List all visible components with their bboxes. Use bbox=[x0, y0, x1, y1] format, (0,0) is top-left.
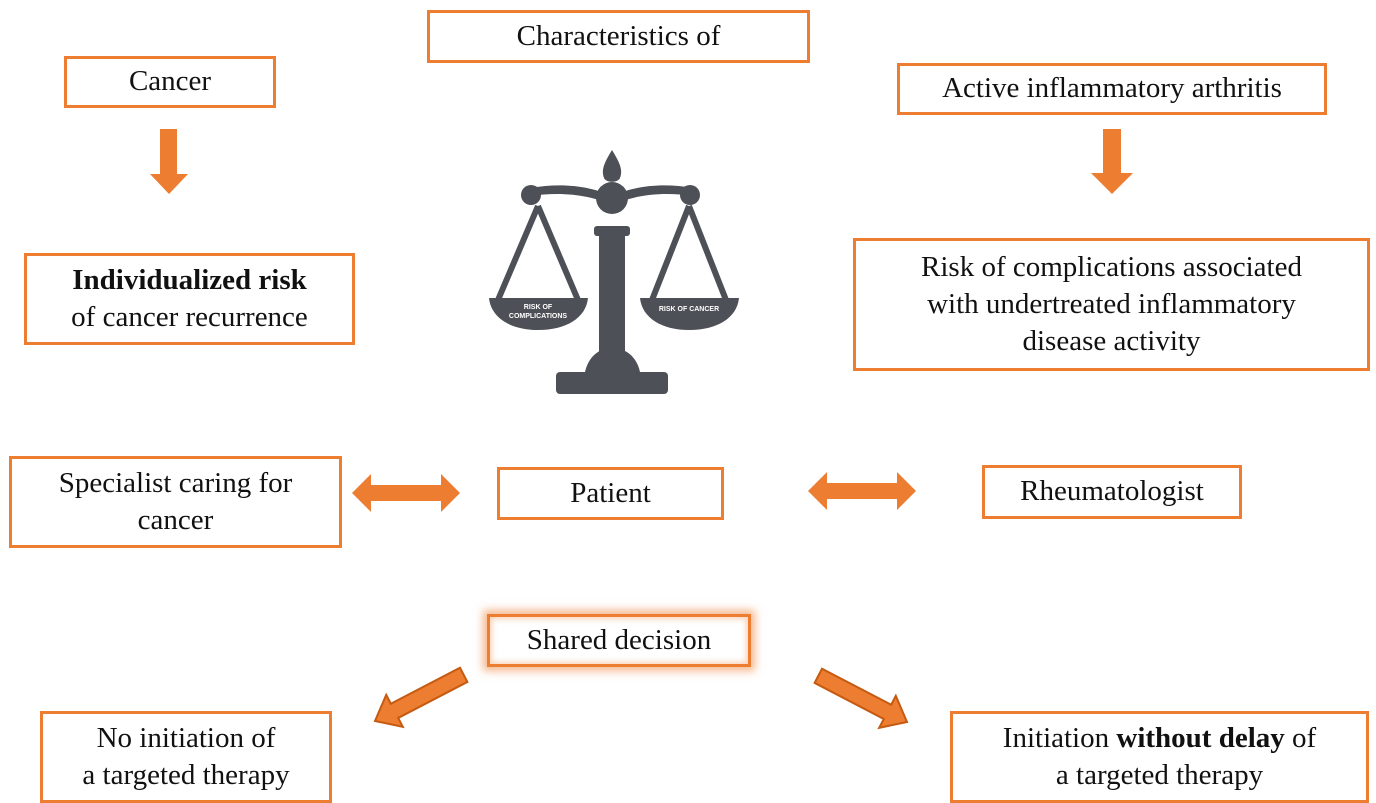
shared-decision-label: Shared decision bbox=[526, 623, 712, 656]
specialist-line2: cancer bbox=[137, 504, 214, 536]
complications-risk-box: Risk of complications associated with un… bbox=[853, 238, 1370, 371]
no-initiation-line1: No initiation of bbox=[96, 721, 276, 754]
without-delay-bold: without delay bbox=[1116, 721, 1285, 754]
specialist-line1: Specialist caring for bbox=[58, 466, 293, 499]
individualized-risk-box: Individualized risk of cancer recurrence bbox=[24, 253, 355, 345]
left-pan-label-line1: RISK OF bbox=[524, 304, 553, 311]
arthritis-box: Active inflammatory arthritis bbox=[897, 63, 1327, 115]
cancer-box: Cancer bbox=[64, 56, 276, 108]
complications-line2: with undertreated inflammatory bbox=[927, 287, 1296, 320]
cancer-recurrence-text: of cancer recurrence bbox=[71, 301, 308, 333]
diagonal-arrow-right bbox=[813, 667, 909, 730]
rheumatologist-label: Rheumatologist bbox=[1020, 475, 1204, 508]
initiation-post: of bbox=[1284, 721, 1317, 754]
individualized-risk-bold: Individualized risk bbox=[72, 263, 307, 296]
initiation-pre: Initiation bbox=[1002, 721, 1117, 754]
patient-box: Patient bbox=[497, 467, 724, 520]
patient-label: Patient bbox=[570, 476, 651, 509]
complications-line3: disease activity bbox=[1022, 325, 1201, 358]
cancer-label: Cancer bbox=[128, 65, 212, 98]
arthritis-label: Active inflammatory arthritis bbox=[942, 72, 1282, 105]
left-pan-label-line2: COMPLICATIONS bbox=[509, 313, 568, 320]
rheumatologist-box: Rheumatologist bbox=[982, 465, 1242, 519]
diagonal-arrow-left bbox=[373, 666, 469, 729]
double-arrow-right bbox=[808, 472, 916, 510]
down-arrow-left bbox=[150, 129, 188, 194]
characteristics-box: Characteristics of bbox=[427, 10, 810, 63]
initiation-box: Initiation without delay of a targeted t… bbox=[950, 711, 1369, 803]
right-pan-label: RISK OF CANCER bbox=[659, 306, 719, 313]
complications-line1: Risk of complications associated bbox=[921, 250, 1302, 283]
double-arrow-left bbox=[352, 474, 460, 512]
down-arrow-right bbox=[1091, 129, 1133, 194]
specialist-box: Specialist caring for cancer bbox=[9, 456, 342, 548]
shared-decision-box: Shared decision bbox=[487, 614, 751, 667]
no-initiation-box: No initiation of a targeted therapy bbox=[40, 711, 332, 803]
initiation-line2: a targeted therapy bbox=[1055, 759, 1264, 791]
balance-scale-icon: RISK OF COMPLICATIONS RISK OF CANCER bbox=[489, 150, 739, 394]
characteristics-label: Characteristics of bbox=[516, 19, 721, 52]
no-initiation-line2: a targeted therapy bbox=[82, 759, 290, 791]
